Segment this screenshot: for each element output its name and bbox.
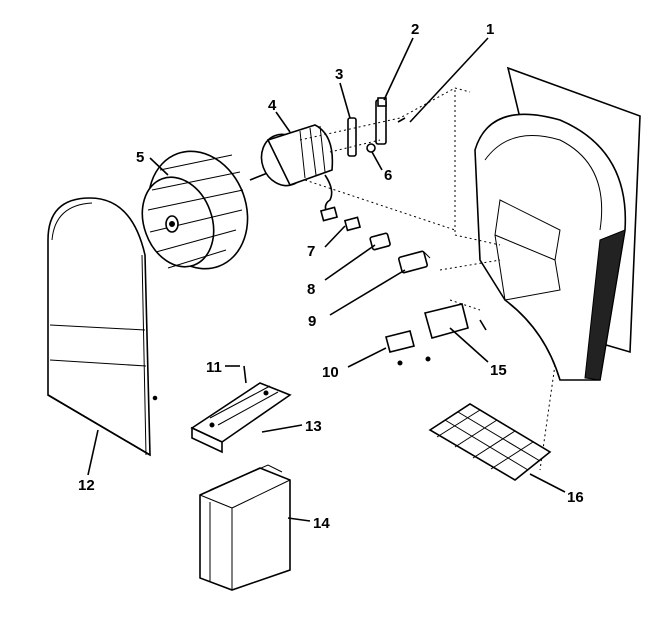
callout-2: 2 [411, 21, 419, 38]
callout-9: 9 [308, 313, 316, 330]
callout-5: 5 [136, 149, 144, 166]
callout-1: 1 [486, 21, 494, 38]
grille [428, 403, 552, 481]
blower-motor [249, 124, 339, 222]
electrical-components [343, 216, 431, 274]
callout-7: 7 [307, 243, 315, 260]
callout-11: 11 [206, 359, 222, 376]
callout-labels: 1 2 3 4 5 6 7 8 9 10 11 12 13 14 15 16 [78, 21, 584, 532]
callout-8: 8 [307, 281, 315, 298]
callout-4: 4 [268, 97, 277, 114]
leader-lines [87, 37, 566, 522]
blower-wheel [141, 150, 249, 270]
mount-leader-dashed [299, 87, 471, 231]
filter-bracket [190, 365, 292, 454]
housing-leader-dashed [439, 90, 556, 471]
callout-12: 12 [78, 477, 95, 494]
filter-box [199, 464, 291, 591]
callout-13: 13 [305, 418, 322, 435]
callout-10: 10 [322, 364, 339, 381]
callout-15: 15 [490, 362, 507, 379]
motor-mount-hardware [347, 97, 406, 157]
callout-6: 6 [384, 167, 392, 184]
front-cover-panel [47, 197, 158, 457]
callout-14: 14 [313, 515, 330, 532]
mounting-brackets [385, 303, 487, 366]
blower-housing [474, 66, 641, 381]
callout-16: 16 [567, 489, 584, 506]
callout-3: 3 [335, 66, 343, 83]
